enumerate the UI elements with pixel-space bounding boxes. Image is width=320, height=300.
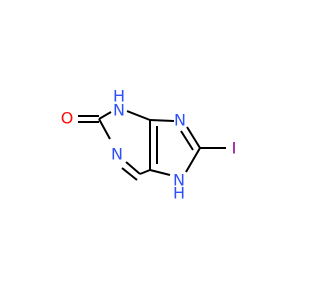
bond-n9-c8-a (186, 126, 201, 149)
atom-n1-label: N (111, 145, 123, 164)
bond-n1-c6-a (125, 161, 141, 175)
atom-n9-label: N (174, 111, 186, 130)
bond-n9-c8-b (180, 130, 194, 151)
atom-labels: O N H N N N H I (61, 87, 237, 203)
atom-n3-label: N (113, 101, 125, 120)
bond-c2-n1 (98, 118, 111, 140)
molecule-diagram: O N H N N N H I (61, 87, 237, 203)
bond-n7-c8 (185, 147, 201, 173)
atom-n7-hydrogen: H (173, 184, 185, 203)
bond-c6-c5 (139, 169, 151, 175)
bond-c2-n3 (98, 111, 112, 120)
bond-c4-n9 (149, 119, 175, 122)
atom-o-label: O (61, 109, 74, 128)
bond-c5-n7 (149, 169, 171, 176)
atom-n3-hydrogen: H (113, 87, 125, 106)
bond-n3-c4 (126, 110, 151, 121)
structure-canvas: O N H N N N H I (61, 87, 237, 203)
atom-n7-label: N (173, 171, 185, 190)
bond-n1-c6-b (121, 167, 138, 181)
atom-i-label: I (232, 139, 237, 158)
bonds (78, 110, 226, 181)
